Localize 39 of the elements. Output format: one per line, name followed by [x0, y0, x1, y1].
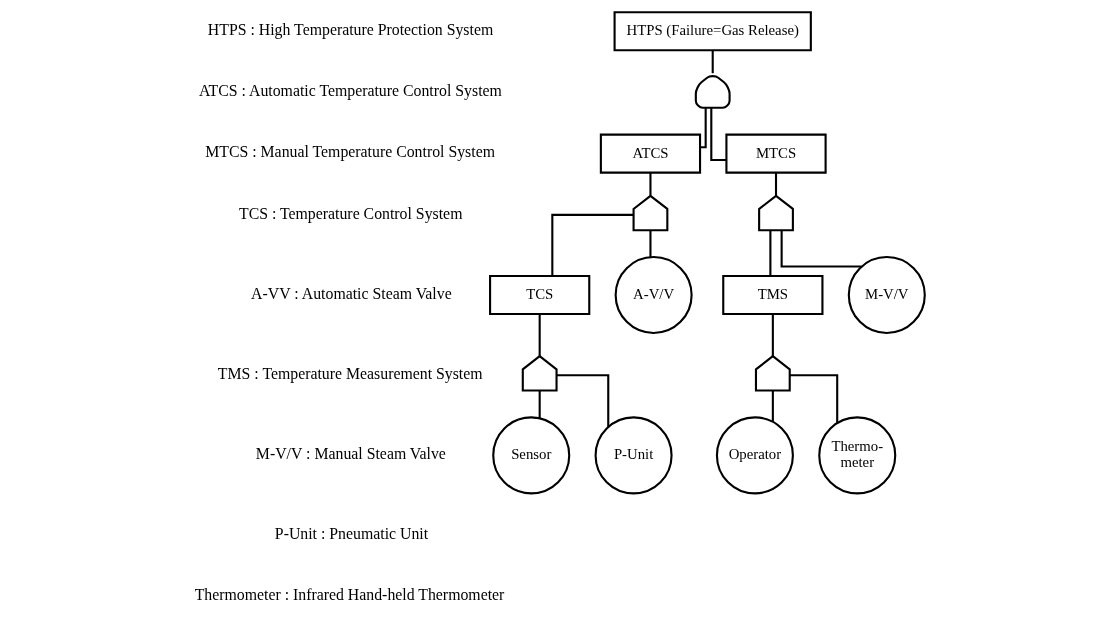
node-box: TCS [489, 274, 591, 316]
connector [649, 172, 652, 196]
node-shield [521, 354, 558, 392]
node-box: TMS [722, 274, 824, 316]
connector [551, 213, 634, 276]
connector [538, 314, 541, 357]
label: A-VV : Automatic Steam Valve [251, 284, 452, 302]
label: Thermometer : Infrared Hand-held Thermometer [194, 586, 505, 604]
node-box: MTCS [725, 133, 827, 174]
connector [774, 172, 778, 196]
label: TCS : Temperature Control System [238, 204, 463, 222]
connector [538, 390, 541, 418]
connector [700, 108, 707, 149]
label: MTCS : Manual Temperature Control System [205, 143, 496, 161]
label: TMS : Temperature Measurement System [217, 364, 483, 382]
node-circle: Sensor [492, 416, 571, 495]
label: M-V/V : Manual Steam Valve [255, 445, 446, 463]
node-circle: M-V/V [847, 255, 926, 335]
connector [711, 50, 714, 74]
node-box: HTPS (Failure=Gas Release) [613, 11, 812, 52]
connector [780, 230, 862, 268]
label: ATCS : Automatic Temperature Control System [198, 82, 502, 100]
connector [769, 230, 772, 276]
node-circle: P-Unit [594, 416, 673, 495]
label: HTPS : High Temperature Protection System [207, 20, 494, 38]
connector [789, 374, 839, 423]
node-circle: A-V/V [614, 255, 693, 335]
connector [771, 390, 774, 422]
connector [771, 314, 774, 357]
label: P-Unit : Pneumatic Unit [274, 525, 429, 543]
node-shield [758, 194, 794, 232]
node-circle: Operator [715, 416, 794, 495]
node-dome [694, 75, 731, 109]
node-shield [754, 354, 791, 392]
node-circle: Thermo- meter [818, 416, 897, 495]
connector [556, 374, 610, 427]
node-box: ATCS [599, 133, 702, 174]
connector [649, 230, 652, 257]
node-shield [632, 194, 669, 232]
